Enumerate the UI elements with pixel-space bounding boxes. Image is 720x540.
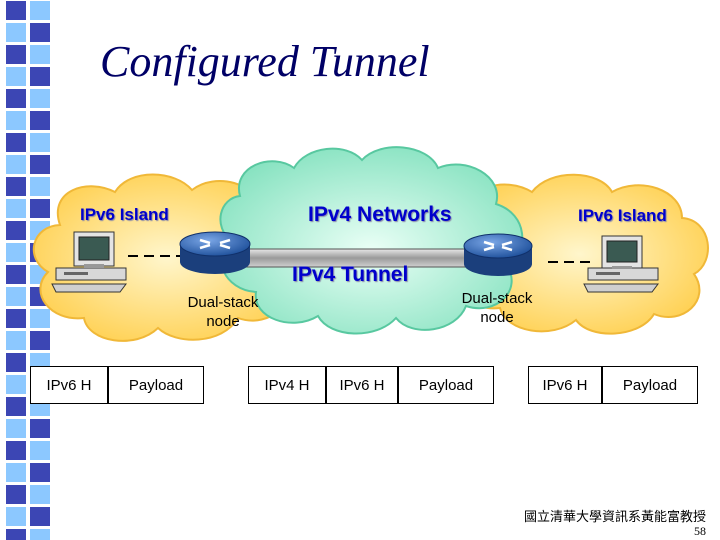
- stripe-block: [6, 397, 26, 416]
- left-island-label: IPv6 Island: [80, 205, 169, 224]
- stripe-block: [6, 507, 26, 526]
- right-computer-icon: [583, 235, 659, 293]
- stripe-block: [6, 287, 26, 306]
- left-router-icon: [179, 231, 251, 274]
- stripe-block: [6, 199, 26, 218]
- stripe-block: [30, 23, 50, 42]
- packet-middle-payload: Payload: [398, 366, 494, 404]
- stripe-block: [6, 243, 26, 262]
- stripe-block: [30, 199, 50, 218]
- right-node-line-1: Dual-stack: [461, 290, 533, 307]
- stripe-block: [6, 155, 26, 174]
- stripe-block: [6, 45, 26, 64]
- packet-left-ipv6-header: IPv6 H: [30, 366, 108, 404]
- stripe-block: [6, 529, 26, 540]
- stripe-block: [6, 309, 26, 328]
- right-dual-stack-node-label: Dual-stack node: [456, 289, 538, 327]
- left-dual-stack-node-label: Dual-stack node: [182, 293, 264, 331]
- stripe-block: [30, 111, 50, 130]
- stripe-block: [30, 485, 50, 504]
- stripe-block: [6, 177, 26, 196]
- packet-right-ipv6-header: IPv6 H: [528, 366, 602, 404]
- stripe-block: [6, 67, 26, 86]
- stripe-block: [6, 331, 26, 350]
- right-router-icon: [463, 233, 533, 276]
- left-node-line-1: Dual-stack: [187, 294, 259, 311]
- stripe-block: [30, 419, 50, 438]
- stripe-block: [6, 353, 26, 372]
- packet-left-payload: Payload: [108, 366, 204, 404]
- stripe-block: [30, 45, 50, 64]
- page-number: 58: [694, 524, 706, 538]
- right-island-label: IPv6 Island: [578, 206, 667, 225]
- stripe-block: [30, 155, 50, 174]
- stripe-block: [6, 441, 26, 460]
- stripe-block: [30, 441, 50, 460]
- stripe-block: [30, 133, 50, 152]
- stripe-block: [6, 23, 26, 42]
- stripe-block: [6, 89, 26, 108]
- packet-middle-ipv6-header: IPv6 H: [326, 366, 398, 404]
- stripe-block: [30, 309, 50, 328]
- stripe-block: [30, 529, 50, 540]
- stripe-block: [30, 507, 50, 526]
- stripe-block: [30, 331, 50, 350]
- packet-right-payload: Payload: [602, 366, 698, 404]
- stripe-block: [30, 463, 50, 482]
- stripe-block: [30, 1, 50, 20]
- slide-title: Configured Tunnel: [100, 37, 430, 86]
- ipv4-networks-cloud: [219, 146, 524, 335]
- packet-middle-ipv4-header: IPv4 H: [248, 366, 326, 404]
- stripe-block: [6, 133, 26, 152]
- stripe-block: [30, 67, 50, 86]
- left-node-line-2: node: [206, 313, 240, 330]
- stripe-block: [30, 177, 50, 196]
- left-computer-icon: [51, 231, 127, 293]
- stripe-block: [6, 375, 26, 394]
- center-network-label: IPv4 Networks: [308, 203, 452, 226]
- stripe-block: [30, 89, 50, 108]
- footer-text: 國立清華大學資訊系黃能富教授: [523, 509, 706, 524]
- stripe-block: [6, 265, 26, 284]
- stripe-block: [6, 463, 26, 482]
- stripe-block: [6, 419, 26, 438]
- right-node-line-2: node: [480, 309, 514, 326]
- stripe-block: [6, 221, 26, 240]
- stripe-block: [6, 111, 26, 130]
- stripe-block: [6, 1, 26, 20]
- stripe-block: [6, 485, 26, 504]
- tunnel-label: IPv4 Tunnel: [292, 263, 409, 286]
